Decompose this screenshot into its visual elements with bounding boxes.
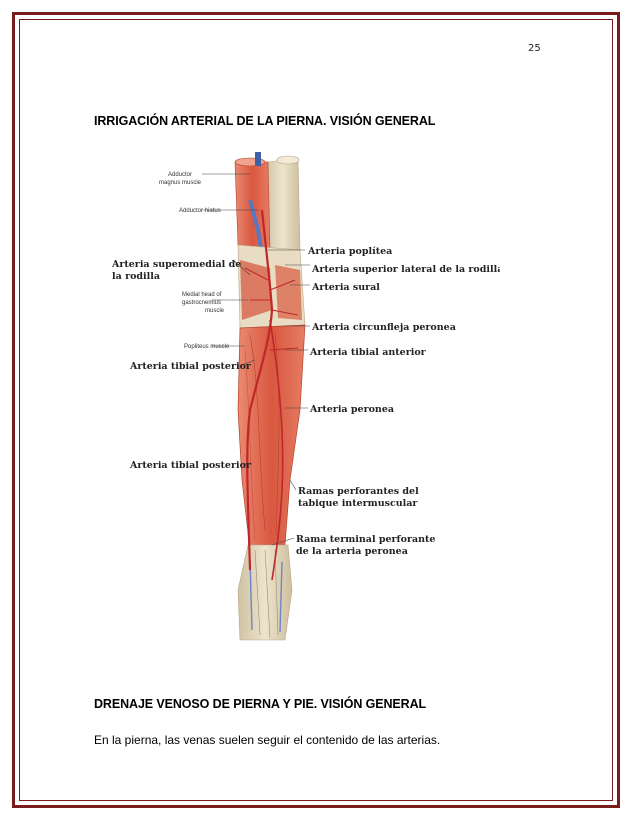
leg-illustration: Adductor magnus muscle Adductor hiatus A…	[111, 152, 503, 641]
label-medial-head-3: muscle	[205, 308, 225, 314]
popliteal-artery	[246, 209, 274, 571]
label-tibial-posterior-1: Arteria tibial posterior	[129, 361, 252, 372]
label-poplitea: Arteria poplítea	[307, 246, 392, 257]
label-adductor-magnus-2: magnus muscle	[159, 180, 202, 186]
page-number: 25	[528, 43, 541, 54]
label-tibial-anterior: Arteria tibial anterior	[309, 347, 427, 358]
page-border-outer	[12, 12, 620, 808]
label-superomedial-1: Arteria superomedial de	[111, 259, 241, 270]
label-medial-head-2: gastrocnemius	[182, 300, 221, 306]
femur-shape	[264, 157, 301, 261]
label-superomedial-2: la rodilla	[112, 271, 160, 282]
label-ramas-1: Ramas perforantes del	[298, 486, 419, 497]
label-rama-terminal-2: de la arteria peronea	[296, 546, 408, 557]
label-popliteus: Popliteus muscle	[184, 344, 230, 350]
label-sural: Arteria sural	[311, 282, 380, 293]
peroneal-artery	[269, 319, 284, 581]
label-peronea: Arteria peronea	[309, 404, 394, 415]
label-superior-lateral: Arteria superior lateral de la rodilla	[311, 264, 500, 275]
label-ramas-2: tabique intermuscular	[298, 498, 418, 509]
label-adductor-magnus-1: Adductor	[168, 172, 192, 178]
label-circunfleja: Arteria circunfleja peronea	[311, 322, 456, 333]
label-medial-head-1: Medial head of	[182, 292, 222, 298]
body-paragraph: En la pierna, las venas suelen seguir el…	[94, 733, 441, 747]
page-border-inner	[19, 19, 613, 801]
anatomy-figure: Adductor magnus muscle Adductor hiatus A…	[100, 150, 503, 645]
ankle-foot	[237, 544, 293, 641]
section-heading-arterial: IRRIGACIÓN ARTERIAL DE LA PIERNA. VISIÓN…	[94, 114, 436, 128]
label-tibial-posterior-2: Arteria tibial posterior	[129, 460, 252, 471]
label-adductor-hiatus: Adductor hiatus	[179, 208, 221, 214]
section-heading-venous: DRENAJE VENOSO DE PIERNA Y PIE. VISIÓN G…	[94, 697, 427, 711]
label-rama-terminal-1: Rama terminal perforante	[296, 534, 435, 545]
